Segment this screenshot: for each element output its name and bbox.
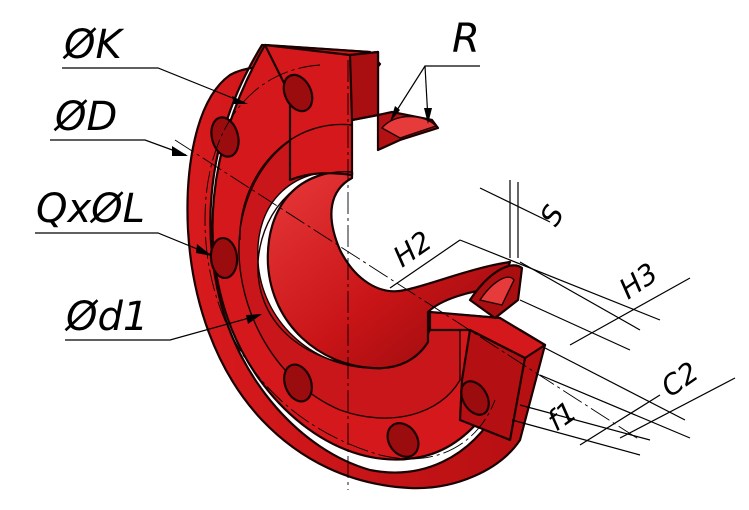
bolt-holes [209, 73, 490, 458]
label-H2: H2 [387, 224, 438, 273]
label-phi-D: ØD [53, 94, 117, 140]
labels: ØK ØD QxØL Ød1 R S H2 H3 C2 f1 [36, 16, 705, 438]
face-edge-line [257, 171, 373, 369]
leader-R [391, 65, 480, 119]
leader-phi-K [62, 67, 246, 104]
top-groove-lip [380, 115, 438, 139]
label-H3: H3 [613, 256, 664, 305]
top-neck-side [348, 50, 380, 122]
inner-step-edge [239, 123, 353, 241]
label-phi-K: ØK [62, 22, 124, 68]
bolt-hole-6 [460, 380, 490, 416]
ext-C2-1 [544, 347, 686, 421]
label-f1: f1 [541, 395, 583, 438]
dim-S [479, 187, 551, 223]
bolt-hole-1 [282, 73, 314, 113]
bolt-hole-3 [209, 236, 239, 280]
leader-phi-D [50, 139, 187, 156]
leader-Q-phi-L [35, 232, 213, 256]
dim-f1 [579, 394, 661, 446]
ext-C2-2 [539, 374, 691, 439]
arrow-phi-D [172, 146, 188, 156]
arrow-R-1 [390, 106, 400, 122]
dim-H3 [569, 277, 691, 346]
half-flange-body [186, 43, 547, 490]
ext-f1-1 [519, 404, 651, 441]
label-C2: C2 [655, 355, 705, 403]
leader-phi-d1 [65, 314, 261, 341]
label-S: S [533, 200, 570, 232]
bolt-hole-5 [386, 422, 420, 458]
label-R: R [452, 16, 480, 62]
arrow-Q-phi-L [196, 244, 212, 256]
ext-H2 [459, 239, 661, 321]
ext-H3-2 [519, 299, 631, 351]
bolt-hole-2 [210, 116, 240, 158]
arrow-R-2 [424, 108, 432, 124]
bolt-hole-4 [283, 363, 313, 403]
bore-surface [266, 170, 512, 370]
bottom-groove-lip [478, 276, 515, 306]
arrow-phi-d1 [246, 314, 262, 324]
ext-f1-2 [511, 419, 641, 456]
label-Q-phi-L: QxØL [36, 186, 145, 232]
dim-C2 [619, 377, 736, 439]
bolt-circle-centerline [204, 64, 496, 460]
ext-H3-1 [519, 261, 641, 331]
arrow-phi-K [232, 96, 248, 104]
dimension-lines [35, 65, 736, 456]
dim-H2 [389, 239, 461, 289]
label-phi-d1: Ød1 [64, 294, 148, 340]
axis-centerline [174, 139, 641, 441]
